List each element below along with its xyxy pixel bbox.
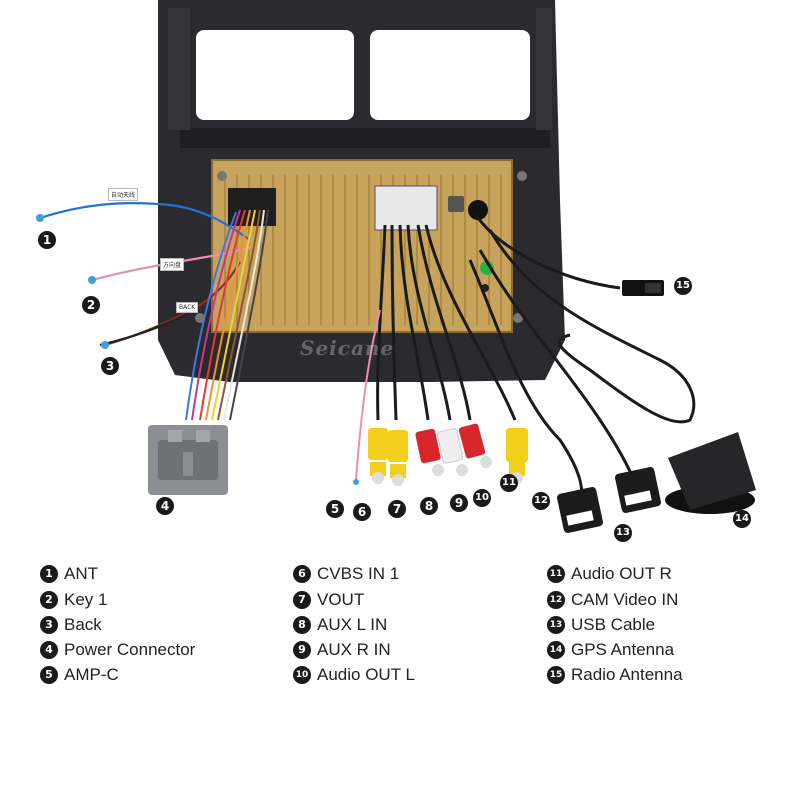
callout-4: 4 [156,497,174,515]
lead-wire-tips [36,214,109,349]
callout-3: 3 [101,357,119,375]
callout-10: 10 [473,489,491,507]
rca-plug-audio-out-l [458,423,492,468]
callout-12: 12 [532,492,550,510]
callout-8: 8 [420,497,438,515]
callout-11: 11 [500,474,518,492]
callout-2: 2 [82,296,100,314]
callout-15: 15 [674,277,692,295]
callout-9: 9 [450,494,468,512]
back-wire-tag: BACK [176,302,199,313]
brand-watermark: Seicane [300,336,395,360]
head-unit-chassis [195,159,527,333]
rca-plugs [368,423,528,486]
power-connector [148,425,228,495]
panel-vent-right [370,30,530,120]
callout-7: 7 [388,500,406,518]
callout-1: 1 [38,231,56,249]
usb-plugs [557,467,661,533]
wiring-illustration [36,0,756,533]
amp-c-wire [355,309,381,481]
gps-port [468,200,488,220]
callout-13: 13 [614,524,632,542]
rca-plug-aux-r [436,428,468,476]
callout-14: 14 [733,510,751,528]
usb-gps-cables [468,214,696,506]
rca-plug-aux-l [415,428,444,476]
av-cable-bundle [376,224,517,421]
rca-plug-vout [388,430,408,486]
callout-5: 5 [326,500,344,518]
power-harness [185,209,269,421]
radio-antenna-port [448,196,464,212]
radio-antenna-plug [622,280,664,296]
status-sticker [480,261,494,275]
key-wire-tag: 方向盘 [160,258,185,271]
gps-antenna [665,432,756,514]
multi-connector-port [374,185,438,231]
panel-vent-left [196,30,354,120]
ant-wire-tag: 自动天线 [108,188,139,201]
callout-6: 6 [353,503,371,521]
rca-plug-cvbs-in [368,428,388,484]
